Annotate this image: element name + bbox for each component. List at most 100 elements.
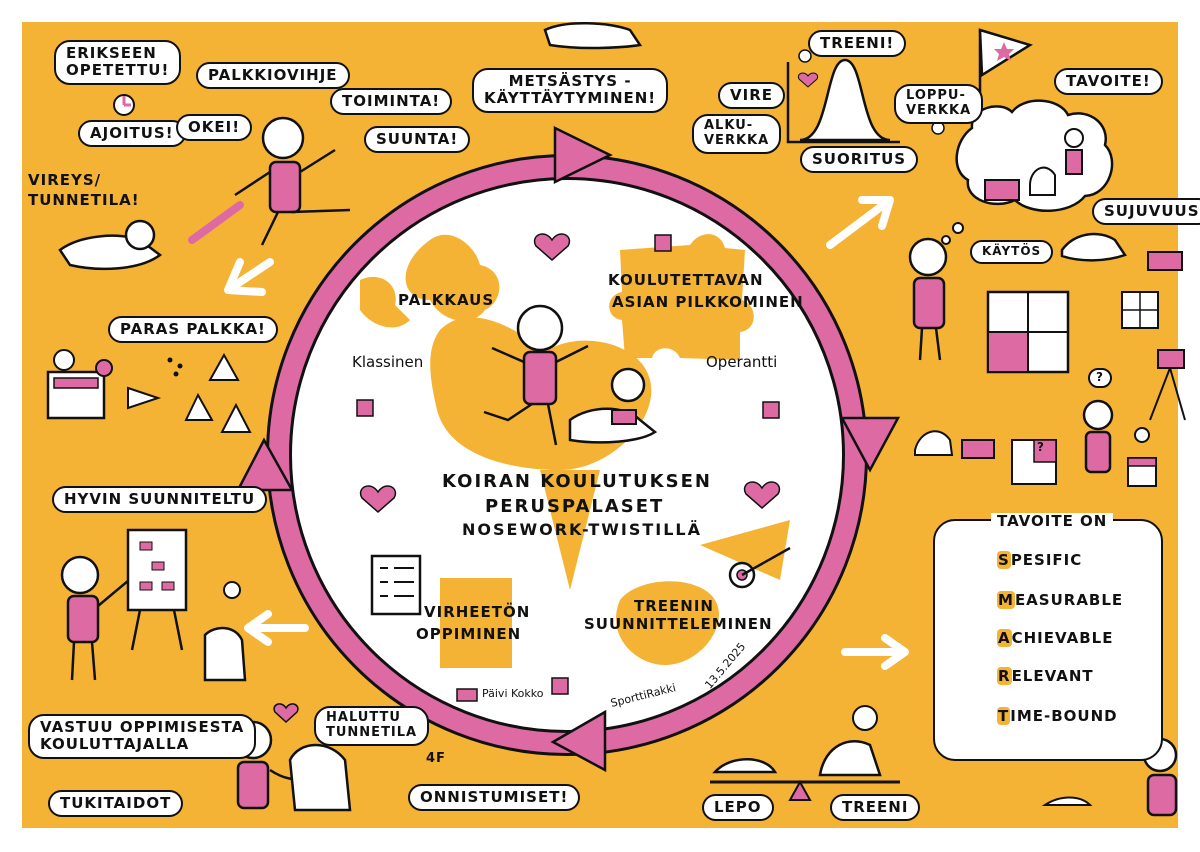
target-arrow	[741, 546, 791, 577]
smiley-icon	[798, 49, 812, 63]
camera-tripod	[1149, 367, 1186, 421]
heart-icon	[533, 233, 571, 261]
tug-toy	[188, 201, 244, 244]
vastuu-bubble: VASTUU OPPIMISESTA KOULUTTAJALLA	[28, 714, 257, 759]
tavoite-bubble: TAVOITE!	[1054, 68, 1163, 96]
person-body-flipchart	[66, 594, 100, 644]
cheese-icon	[127, 386, 162, 410]
treat-dot	[177, 363, 183, 369]
person-body-right	[912, 276, 946, 330]
person-body-center	[522, 350, 558, 406]
smart-letter-t: T	[997, 707, 1011, 725]
treenin-blob	[616, 581, 719, 665]
smart-row-r: RELEVANT	[997, 667, 1094, 685]
sujuvuus-bubble: SUJUVUUS	[1092, 198, 1200, 226]
smart-letter-m: M	[997, 591, 1015, 609]
smart-rest-r: ELEVANT	[1011, 667, 1094, 685]
seesaw-pivot	[788, 779, 812, 801]
person-head-thinking	[1082, 399, 1114, 431]
toy-basket-stripe	[53, 377, 99, 389]
erikseen-bubble: ERIKSEEN OPETETTU!	[54, 40, 182, 85]
cycle-arrow-left	[235, 437, 295, 492]
loppuverkka-bubble: LOPPU- VERKKA	[894, 84, 984, 124]
camera-icon	[1157, 349, 1185, 369]
person-body-corner	[1146, 773, 1178, 817]
paras-palkka-bubble: PARAS PALKKA!	[108, 316, 278, 344]
person-limbs-center	[483, 344, 589, 446]
metsastys-line-2: KÄYTTÄYTYMINEN!	[484, 89, 657, 108]
ajoitus-bubble: AJOITUS!	[78, 120, 186, 148]
arrow-left-top	[224, 258, 274, 296]
smart-letter-a: A	[997, 629, 1012, 647]
puzzle-question: ?	[1037, 440, 1045, 454]
palkkaus-splash	[360, 276, 410, 328]
clock-hands	[122, 96, 131, 107]
loppuverkka-line-2: VERKKA	[906, 102, 972, 118]
smart-letter-s: S	[997, 551, 1011, 569]
dog-sitting-right	[914, 430, 954, 456]
person-in-cloud	[1065, 149, 1083, 175]
dog-head-left	[124, 219, 156, 251]
puzzle-piece-icon	[551, 677, 569, 695]
vastuu-line-1: VASTUU OPPIMISESTA	[40, 718, 245, 736]
box-icon	[1147, 251, 1183, 271]
palkkaus-blob	[405, 234, 500, 321]
virheeton-label-2: OPPIMINEN	[416, 625, 522, 643]
heart-icon	[359, 485, 397, 513]
person-body-topleft	[268, 160, 302, 214]
target-flag-blob	[700, 520, 790, 580]
heart-icon	[273, 703, 299, 724]
treenin-label-1: TREENIN	[634, 597, 714, 615]
erikseen-line-1: ERIKSEEN	[66, 44, 157, 62]
puzzle-blob	[609, 234, 754, 360]
cat-icon	[1041, 796, 1093, 806]
cycle-arrow-bottom	[550, 709, 607, 773]
metsastys-bubble: METSÄSTYS - KÄYTTÄYTYMINEN!	[472, 68, 669, 113]
smart-rest-a: CHIEVABLE	[1011, 629, 1114, 647]
author-label: Päivi Kokko	[482, 687, 544, 700]
box-icon	[961, 439, 995, 459]
dog-head-training	[852, 705, 878, 731]
smart-row-a: ACHIEVABLE	[997, 629, 1113, 647]
lepo-bubble: LEPO	[702, 794, 774, 822]
person-head-cloud	[1064, 128, 1084, 148]
haluttu-line-2: TUNNETILA	[326, 724, 418, 740]
treenin-label-2: SUUNNITTELEMINEN	[584, 615, 773, 633]
ball-toy	[95, 359, 113, 377]
alkuverkka-bubble: ALKU- VERKKA	[692, 114, 782, 154]
virheeton-blob	[440, 578, 512, 668]
treat-dot	[167, 357, 173, 363]
vastuu-line-2: KOULUTTAJALLA	[40, 735, 190, 754]
loppuverkka-line-1: LOPPU-	[906, 88, 966, 103]
alkuverkka-line-2: VERKKA	[704, 132, 770, 148]
smart-rest-m: EASURABLE	[1014, 591, 1124, 609]
pilkkominen-label-2: ASIAN PILKKOMINEN	[612, 293, 804, 311]
vireys-label-1: VIREYS/	[28, 171, 102, 189]
cycle-arrow-right	[839, 416, 901, 473]
treeni-bubble: TREENI	[830, 794, 921, 822]
thought-bubble-dot	[952, 222, 964, 234]
klassinen-label: Klassinen	[352, 353, 424, 371]
person-legs-right	[918, 327, 942, 361]
dog-head-center	[610, 367, 646, 403]
checklist-icon	[370, 554, 422, 616]
dog-jumping	[1060, 232, 1127, 262]
treeni-top-bubble: TREENI!	[808, 30, 907, 58]
puzzle-piece-highlight	[987, 331, 1029, 373]
haluttu-bubble: HALUTTU TUNNETILA	[314, 706, 430, 746]
dog-in-cloud	[1029, 166, 1056, 196]
person-head-topleft	[261, 116, 305, 160]
palkkiovihje-bubble: PALKKIOVIHJE	[196, 62, 350, 90]
puzzle-small-lines	[1122, 292, 1158, 328]
arrow-right-top	[826, 196, 894, 249]
person-head-right	[908, 237, 948, 277]
checklist-lines	[380, 567, 414, 597]
dog-vest	[611, 409, 637, 425]
metsastys-line-1: METSÄSTYS -	[508, 72, 632, 90]
bell-curve	[799, 58, 891, 142]
arrow-left-bottom	[244, 610, 309, 646]
person-limbs-topleft	[234, 148, 351, 246]
puzzle-piece-icon	[654, 234, 672, 252]
flowchart-box	[139, 581, 153, 591]
